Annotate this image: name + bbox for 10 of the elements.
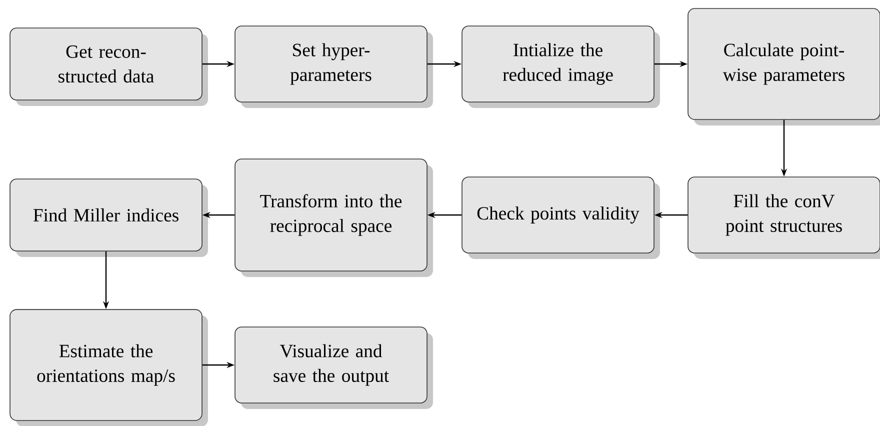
process-box: Fill the conV point structures (688, 176, 880, 259)
process-box: Intialize the reduced image (462, 26, 660, 108)
process-box: Transform into the reciprocal space (234, 158, 433, 277)
process-box: Set hyper- parameters (234, 26, 433, 108)
process-box: Estimate the orientations map/s (10, 309, 208, 426)
process-box: Get recon- structed data (10, 28, 208, 106)
process-box: Check points validity (462, 176, 660, 259)
process-box: Calculate point-wise parameters (688, 8, 880, 126)
process-box: Visualize and save the output (234, 326, 433, 409)
process-box: Find Miller indices (10, 178, 208, 257)
